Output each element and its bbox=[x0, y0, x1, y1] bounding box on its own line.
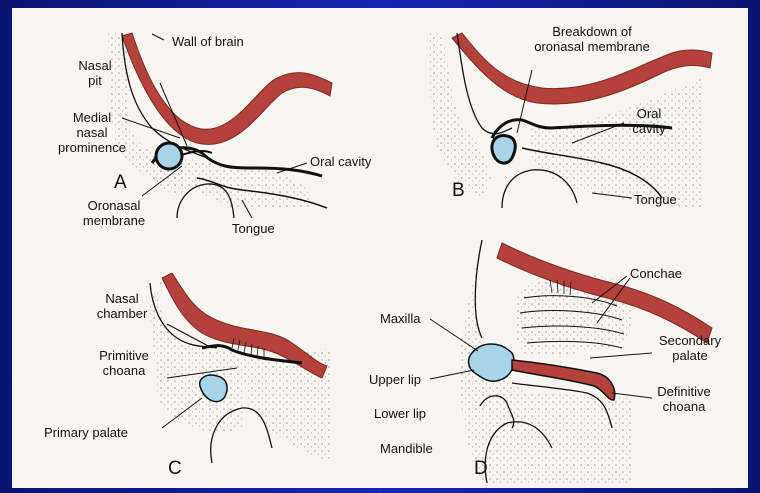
label-primitive-choana: Primitive choana bbox=[84, 348, 164, 378]
label-breakdown-line1: Breakdown of bbox=[522, 24, 662, 39]
panel-c-letter: C bbox=[168, 458, 182, 480]
label-upper-lip: Upper lip bbox=[369, 372, 421, 387]
panel-a-drawing bbox=[107, 33, 332, 218]
label-breakdown-line2: oronasal membrane bbox=[522, 39, 662, 54]
label-definitive-choana: Definitive choana bbox=[644, 384, 724, 414]
label-oronasal-line2: membrane bbox=[74, 213, 154, 228]
label-nasal-chamber-line1: Nasal bbox=[82, 291, 162, 306]
label-primitive-line1: Primitive bbox=[84, 348, 164, 363]
panel-c-drawing bbox=[147, 273, 332, 463]
label-nasal-pit-line2: pit bbox=[72, 73, 118, 88]
label-medial-line3: prominence bbox=[52, 140, 132, 155]
label-oronasal-membrane: Oronasal membrane bbox=[74, 198, 154, 228]
panel-b-letter: B bbox=[452, 180, 465, 202]
label-tongue-a: Tongue bbox=[232, 221, 275, 236]
label-definitive-line1: Definitive bbox=[644, 384, 724, 399]
embryology-figure: Wall of brain Nasal pit Medial nasal pro… bbox=[12, 8, 748, 488]
label-medial-line2: nasal bbox=[52, 125, 132, 140]
label-oral-line2: cavity bbox=[624, 121, 674, 136]
label-oral-cavity-b: Oral cavity bbox=[624, 106, 674, 136]
label-medial-nasal-prominence: Medial nasal prominence bbox=[52, 110, 132, 155]
label-tongue-b: Tongue bbox=[634, 192, 677, 207]
label-breakdown-oronasal-membrane: Breakdown of oronasal membrane bbox=[522, 24, 662, 54]
label-primary-palate: Primary palate bbox=[44, 425, 128, 440]
label-wall-of-brain: Wall of brain bbox=[172, 34, 244, 49]
label-conchae: Conchae bbox=[630, 266, 682, 281]
label-lower-lip: Lower lip bbox=[374, 406, 426, 421]
label-medial-line1: Medial bbox=[52, 110, 132, 125]
label-secondary-palate: Secondary palate bbox=[650, 333, 730, 363]
label-oral-cavity-a: Oral cavity bbox=[310, 154, 371, 169]
label-secondary-line2: palate bbox=[650, 348, 730, 363]
panel-a-brain-wall bbox=[122, 33, 332, 144]
panel-a-medial-nasal-prominence bbox=[156, 143, 182, 169]
label-nasal-pit-line1: Nasal bbox=[72, 58, 118, 73]
label-definitive-line2: choana bbox=[644, 399, 724, 414]
panel-a-letter: A bbox=[114, 172, 127, 194]
label-maxilla: Maxilla bbox=[380, 311, 420, 326]
panel-d-letter: D bbox=[474, 458, 488, 480]
label-oral-line1: Oral bbox=[624, 106, 674, 121]
label-oronasal-line1: Oronasal bbox=[74, 198, 154, 213]
panel-b-medial-nasal-prominence bbox=[492, 135, 515, 163]
label-primitive-line2: choana bbox=[84, 363, 164, 378]
label-nasal-pit: Nasal pit bbox=[72, 58, 118, 88]
label-nasal-chamber: Nasal chamber bbox=[82, 291, 162, 321]
label-mandible: Mandible bbox=[380, 441, 433, 456]
label-nasal-chamber-line2: chamber bbox=[82, 306, 162, 321]
label-secondary-line1: Secondary bbox=[650, 333, 730, 348]
